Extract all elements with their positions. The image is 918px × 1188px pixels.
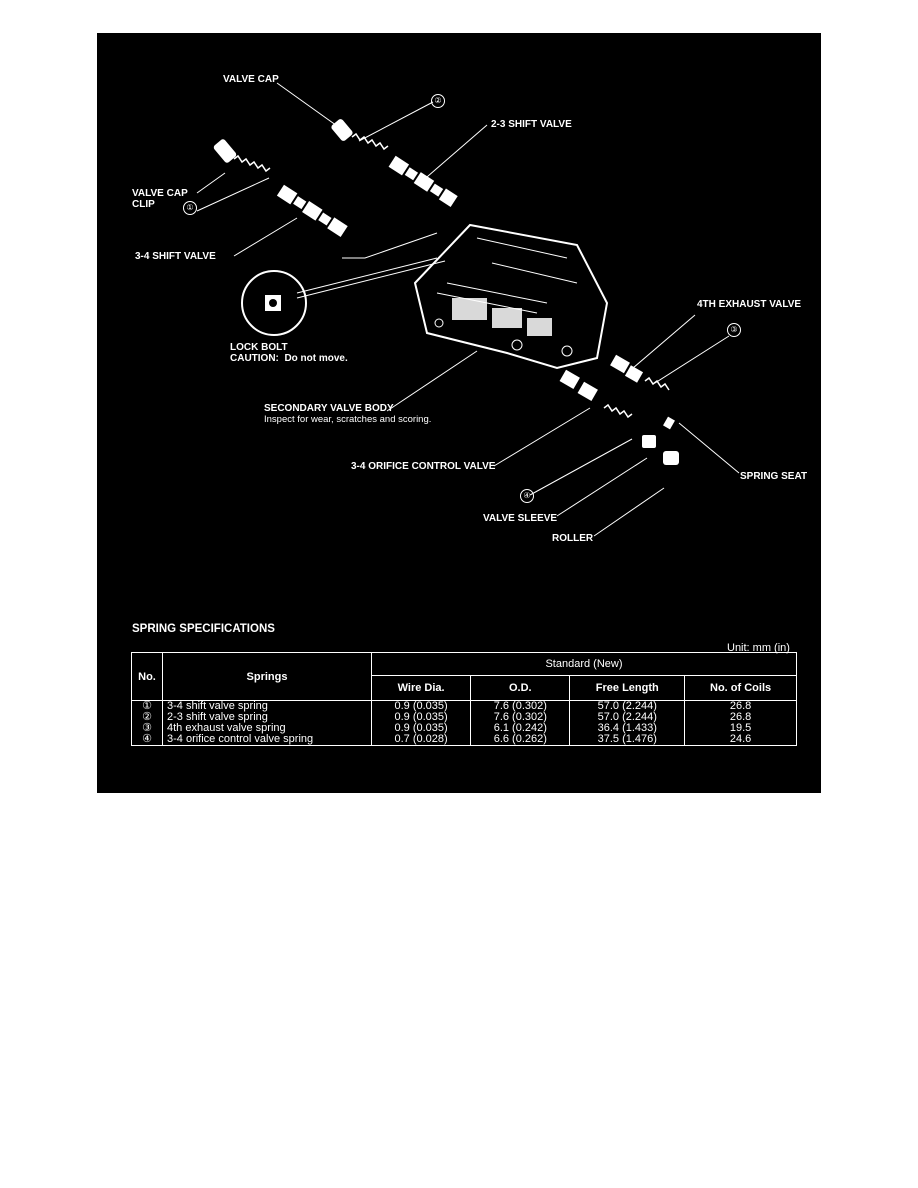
exhaust-spring xyxy=(644,376,670,391)
label-valve-sleeve: VALVE SLEEVE xyxy=(483,513,558,524)
header-coils: No. of Coils xyxy=(684,675,797,701)
leader-3-4-shift xyxy=(233,217,298,257)
shift-valve-2-3-parts xyxy=(331,119,458,207)
leader-lock-bolt-a xyxy=(296,260,446,299)
leader-callout-3 xyxy=(654,335,730,384)
secondary-valve-body-shape xyxy=(342,223,609,370)
table-row: ④ 3-4 orifice control valve spring 0.7 (… xyxy=(131,734,797,746)
cell-od: 7.6 (0.302) xyxy=(470,700,571,712)
cell-coils: 24.6 xyxy=(684,734,797,746)
header-od: O.D. xyxy=(470,675,571,701)
label-spring-seat: SPRING SEAT xyxy=(740,471,808,482)
label-secondary-valve-body: SECONDARY VALVE BODY xyxy=(264,403,394,414)
header-no: No. xyxy=(131,652,163,701)
cell-coils: 19.5 xyxy=(684,723,797,734)
cell-coils: 26.8 xyxy=(684,712,797,723)
cell-no: ④ xyxy=(131,734,163,746)
label-2-3-shift-valve: 2-3 SHIFT VALVE xyxy=(491,119,572,130)
label-4th-exhaust-valve: 4TH EXHAUST VALVE xyxy=(697,299,802,310)
spec-title: SPRING SPECIFICATIONS xyxy=(132,623,275,635)
label-lock-bolt: LOCK BOLT xyxy=(230,342,288,353)
leader-3-4-orifice xyxy=(493,407,591,467)
callout-3: ③ xyxy=(727,323,741,337)
leader-callout-4 xyxy=(529,438,633,496)
cell-free: 37.5 (1.476) xyxy=(569,734,686,746)
shift-valve-3-4-parts xyxy=(213,139,348,237)
table-row: ② 2-3 shift valve spring 0.9 (0.035) 7.6… xyxy=(131,712,797,723)
cell-od: 7.6 (0.302) xyxy=(470,712,571,723)
spring-spec-table: No. Springs Standard (New) Wire Dia. O.D… xyxy=(131,652,797,746)
leader-valve-cap-clip xyxy=(196,172,226,194)
leader-roller xyxy=(593,487,665,537)
table-row: ③ 4th exhaust valve spring 0.9 (0.035) 6… xyxy=(131,723,797,734)
exhaust-and-orifice-parts xyxy=(559,354,679,465)
table-row: ① 3-4 shift valve spring 0.9 (0.035) 7.6… xyxy=(131,700,797,712)
callout-4: ④ xyxy=(520,489,534,503)
cell-spring: 3-4 orifice control valve spring xyxy=(162,734,372,746)
spec-unit: Unit: mm (in) xyxy=(727,642,790,654)
label-valve-cap-clip: VALVE CAP CLIP xyxy=(132,188,188,210)
leader-secondary-body xyxy=(386,350,478,412)
cell-od: 6.1 (0.242) xyxy=(470,723,571,734)
leader-spring-seat xyxy=(678,422,740,474)
header-wire-dia: Wire Dia. xyxy=(370,675,472,701)
valve-body-diagram xyxy=(196,82,740,537)
label-valve-cap: VALVE CAP xyxy=(223,74,279,85)
leader-callout-2 xyxy=(358,101,434,142)
label-roller: ROLLER xyxy=(552,533,594,544)
callout-1: ① xyxy=(183,201,197,215)
leader-2-3-shift xyxy=(419,124,488,184)
label-3-4-orifice-control-valve: 3-4 ORIFICE CONTROL VALVE xyxy=(351,461,496,472)
cell-coils: 26.8 xyxy=(684,700,797,712)
diagram-panel: VALVE CAP ② 2-3 SHIFT VALVE VALVE CAP CL… xyxy=(97,33,821,793)
leader-valve-sleeve xyxy=(556,457,648,517)
cell-wire: 0.7 (0.028) xyxy=(370,734,472,746)
leader-lock-bolt-b xyxy=(296,257,438,294)
label-caution: CAUTION: Do not move. xyxy=(230,353,348,364)
cell-od: 6.6 (0.262) xyxy=(470,734,571,746)
leader-valve-cap xyxy=(276,82,341,129)
leader-callout-1 xyxy=(196,177,270,212)
callout-2: ② xyxy=(431,94,445,108)
lock-bolt-magnifier xyxy=(241,270,307,336)
header-springs: Springs xyxy=(162,652,372,701)
label-3-4-shift-valve: 3-4 SHIFT VALVE xyxy=(135,251,216,262)
note-secondary-inspect: Inspect for wear, scratches and scoring. xyxy=(264,414,432,425)
leader-4th-exhaust xyxy=(632,314,696,369)
orifice-spring xyxy=(603,403,633,419)
header-free-length: Free Length xyxy=(569,675,686,701)
header-standard: Standard (New) xyxy=(371,652,797,676)
